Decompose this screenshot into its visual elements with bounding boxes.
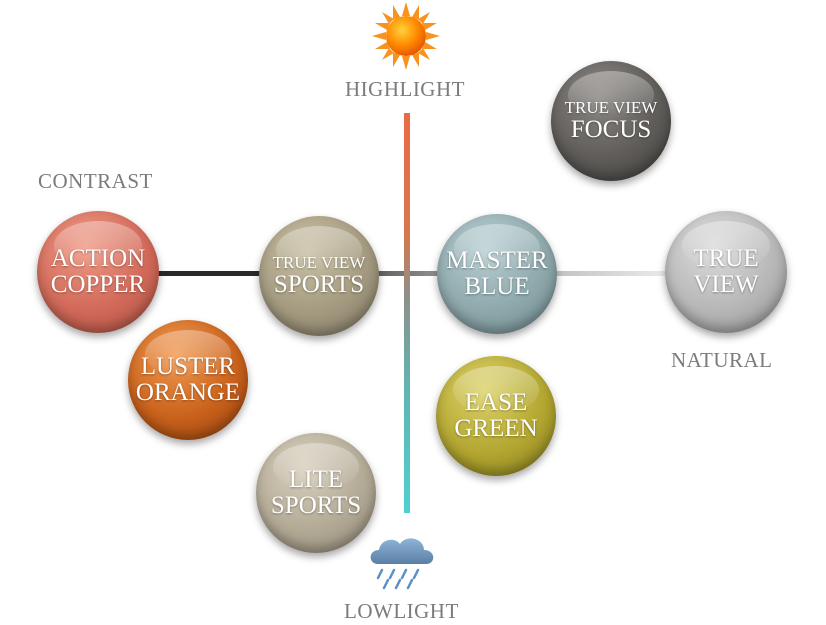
lens-luster-orange[interactable]: LUSTER ORANGE: [128, 320, 248, 440]
contrast-axis-line: [150, 271, 270, 276]
lens-label-line1: EASE: [464, 388, 528, 416]
lens-label-line2: VIEW: [693, 271, 759, 298]
lens-label-line2: SPORTS: [270, 492, 362, 519]
lowlight-label: LOWLIGHT: [344, 599, 459, 623]
lens-lite-sports[interactable]: LITE SPORTS: [256, 433, 376, 553]
natural-label: NATURAL: [671, 348, 773, 372]
lens-true-view-sports[interactable]: TRUE VIEW SPORTS: [259, 216, 379, 336]
lens-action-copper[interactable]: ACTION COPPER: [37, 211, 159, 333]
contrast-label: CONTRAST: [38, 169, 153, 193]
highlight-label: HIGHLIGHT: [345, 77, 465, 101]
lens-ease-green[interactable]: EASE GREEN: [436, 356, 556, 476]
lens-master-blue[interactable]: MASTER BLUE: [437, 214, 557, 334]
lens-label-line1: TRUE VIEW: [564, 97, 658, 117]
lens-label-line2: SPORTS: [273, 270, 365, 298]
natural-axis-line: [540, 271, 680, 276]
lens-label-line2: COPPER: [50, 271, 146, 298]
lens-label-line1: TRUE: [693, 244, 759, 272]
sun-icon: [372, 2, 440, 70]
lens-label-line2: GREEN: [454, 415, 538, 442]
highlight-lowlight-axis-line: [404, 113, 410, 513]
lens-label-line2: BLUE: [464, 273, 530, 300]
lens-true-view[interactable]: TRUE VIEW: [665, 211, 787, 333]
lens-label-line2: ORANGE: [135, 379, 241, 406]
lens-true-view-focus[interactable]: TRUE VIEW FOCUS: [551, 61, 671, 181]
lens-label-line2: FOCUS: [570, 115, 652, 143]
lens-label-line1: MASTER: [446, 246, 548, 274]
lens-label-line1: LUSTER: [140, 352, 236, 380]
center-axis-line: [370, 271, 450, 276]
lens-label-line1: LITE: [288, 465, 344, 493]
rain-cloud-icon: [364, 530, 440, 592]
lens-label-line1: TRUE VIEW: [272, 252, 366, 272]
lens-label-line1: ACTION: [50, 244, 146, 272]
